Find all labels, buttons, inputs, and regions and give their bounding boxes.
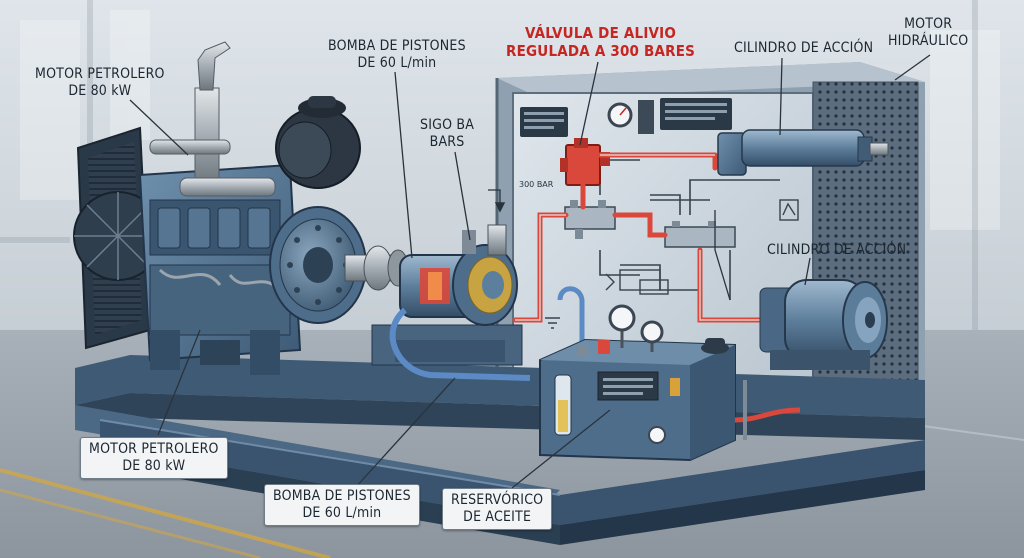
label-line: CILINDRO DE ACCIÓN <box>767 242 907 258</box>
label-diesel-engine-bottom: MOTOR PETROLERO DE 80 kW <box>80 437 228 479</box>
valve-manifold <box>564 200 736 248</box>
label-action-cylinder-mid: CILINDRO DE ACCIÓN <box>767 242 906 259</box>
label-line: REGULADA A 300 BARES <box>506 42 696 60</box>
label-oil-reservoir: RESERVÓRICO DE ACEITE <box>442 488 553 530</box>
action-cylinder-top <box>717 129 889 176</box>
panel-plate <box>660 98 732 130</box>
label-action-cylinder-top: CILINDRO DE ACCIÓN <box>734 40 873 57</box>
piston-pump <box>371 224 523 366</box>
label-line: BOMBA DE PISTONES <box>328 38 466 54</box>
label-line: CILINDRO DE ACCIÓN <box>734 40 874 56</box>
hydraulic-motor <box>759 279 888 370</box>
label-line: BARS <box>429 134 465 150</box>
label-line: MOTOR PETROLERO <box>35 66 165 82</box>
panel-plate <box>520 107 568 137</box>
label-line: HIDRÁULICO <box>888 33 969 49</box>
label-line: DE 80 kW <box>68 83 132 99</box>
label-line: RESERVÓRICO <box>451 492 544 508</box>
label-line: MOTOR PETROLERO <box>89 441 219 457</box>
pressure-gauge-icon <box>648 426 666 444</box>
label-line: DE 60 L/min <box>302 505 382 521</box>
label-line: DE ACEITE <box>463 509 532 525</box>
pressure-gauge-icon <box>640 320 664 344</box>
label-line: SIGO BA <box>420 117 475 133</box>
label-line: DE 80 kW <box>122 458 186 474</box>
panel-pressure-marking: 300 BAR <box>519 180 554 189</box>
label-line: VÁLVULA DE ALIVIO <box>525 24 677 42</box>
label-relief-valve: VÁLVULA DE ALIVIO REGULADA A 300 BARES <box>506 24 695 60</box>
pressure-gauge-icon <box>608 304 636 332</box>
label-line: MOTOR <box>904 16 953 32</box>
label-line: BOMBA DE PISTONES <box>273 488 411 504</box>
drive-coupling <box>344 245 409 291</box>
label-piston-pump-top: BOMBA DE PISTONES DE 60 L/min <box>328 38 466 72</box>
label-diesel-engine-top: MOTOR PETROLERO DE 80 kW <box>35 66 165 100</box>
label-piston-pump-bottom: BOMBA DE PISTONES DE 60 L/min <box>264 484 420 526</box>
label-hydraulic-motor: MOTOR HIDRÁULICO <box>888 16 968 50</box>
diesel-engine <box>73 41 367 375</box>
label-sigo-bars: SIGO BA BARS <box>420 117 474 151</box>
oil-reservoir <box>539 304 736 462</box>
label-line: DE 60 L/min <box>357 55 437 71</box>
